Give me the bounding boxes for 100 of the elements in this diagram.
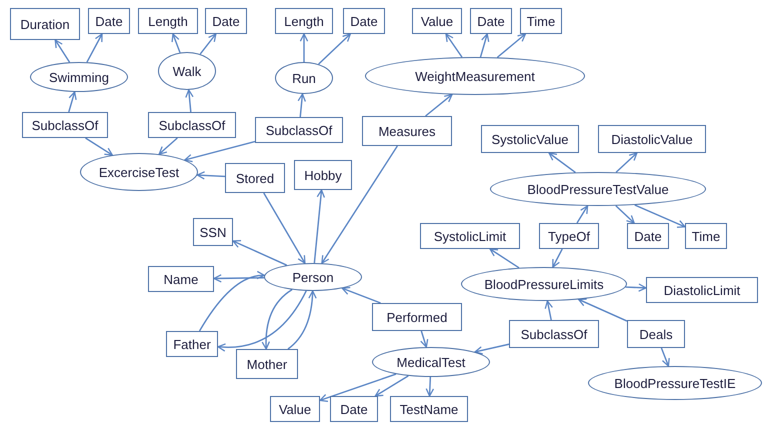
property-box: [520, 8, 562, 34]
node-label: Length: [148, 14, 188, 28]
arrow: [288, 290, 317, 350]
node-label: Length: [284, 14, 324, 28]
arrow: [426, 376, 434, 397]
class-ellipse: [275, 62, 333, 94]
arrow: [262, 289, 292, 350]
arrow: [445, 33, 463, 58]
property-box: [390, 396, 468, 422]
arrow: [54, 39, 70, 63]
property-box: [627, 223, 669, 249]
arrow: [158, 137, 178, 155]
arrow: [172, 33, 181, 53]
property-box: [685, 223, 727, 249]
arrow: [198, 271, 265, 332]
arrow: [548, 152, 576, 173]
node-label: SystolicLimit: [434, 228, 506, 244]
arrow: [298, 93, 306, 118]
node-label: BloodPressureLimits: [484, 276, 604, 292]
property-box: [481, 125, 579, 153]
node-label: SSN: [200, 224, 226, 240]
property-box: [420, 223, 520, 249]
property-box: [88, 8, 130, 34]
node-label: Person: [292, 270, 334, 284]
node-label: MedicalTest: [396, 354, 466, 370]
property-box: [148, 266, 214, 292]
arrow: [200, 33, 216, 55]
node-label: SubclassOf: [520, 326, 588, 342]
node-label: Hobby: [304, 168, 342, 182]
property-box: [10, 8, 80, 40]
arrow: [660, 348, 670, 367]
property-box: [225, 163, 285, 193]
property-box: [412, 8, 462, 34]
property-box: [148, 112, 236, 138]
arrow: [217, 290, 307, 352]
arrow: [576, 205, 588, 224]
node-label: SubclassOf: [266, 122, 332, 138]
arrow: [616, 152, 638, 173]
arrow: [552, 248, 563, 268]
node-label: Stored: [236, 170, 274, 186]
arrow: [489, 248, 520, 268]
arrow: [480, 33, 490, 58]
node-label: Measures: [378, 124, 436, 138]
arrow: [213, 274, 264, 283]
arrow: [68, 91, 77, 112]
node-label: SubclassOf: [158, 118, 226, 132]
node-label: BloodPressureTestIE: [614, 376, 736, 390]
property-box: [255, 117, 343, 143]
property-box: [193, 218, 233, 246]
property-box: [509, 320, 599, 348]
node-label: Date: [340, 402, 368, 416]
node-label: Time: [526, 14, 556, 28]
arrow: [626, 283, 647, 292]
property-box: [166, 331, 218, 357]
node-label: Father: [173, 336, 211, 352]
node-label: Duration: [20, 16, 70, 32]
arrow: [634, 204, 686, 228]
property-box: [205, 8, 247, 34]
node-label: DiastolicLimit: [664, 282, 740, 298]
node-label: Value: [420, 14, 454, 28]
node-label: Deals: [639, 326, 673, 342]
node-label: Value: [278, 402, 312, 416]
node-label: TypeOf: [548, 228, 590, 244]
arrow: [263, 192, 306, 264]
arrow: [319, 373, 396, 402]
arrow: [321, 146, 398, 264]
property-box: [236, 349, 298, 379]
node-label: DiastolicValue: [611, 132, 693, 146]
arrow: [85, 137, 113, 156]
arrow: [185, 89, 194, 112]
arrow: [578, 298, 628, 322]
property-box: [275, 8, 333, 34]
node-label: Date: [95, 14, 123, 28]
arrow: [184, 140, 256, 162]
property-box: [343, 8, 385, 34]
property-box: [470, 8, 512, 34]
arrow: [474, 344, 510, 355]
arrow: [342, 286, 381, 304]
property-box: [22, 112, 108, 138]
node-label: WeightMeasurement: [415, 68, 535, 84]
arrow: [314, 189, 326, 264]
node-label: ExcerciseTest: [98, 164, 180, 180]
arrow: [232, 240, 288, 266]
node-label: Time: [692, 228, 720, 244]
arrow: [374, 375, 409, 397]
property-box: [138, 8, 198, 34]
property-box: [598, 125, 706, 153]
node-label: Date: [350, 14, 378, 28]
node-label: BloodPressureTestValue: [527, 182, 669, 196]
arrow: [86, 33, 103, 63]
node-label: Date: [634, 228, 662, 244]
property-box: [372, 303, 462, 331]
arrow: [425, 94, 453, 117]
property-box: [646, 277, 758, 303]
node-label: SystolicValue: [491, 132, 569, 146]
arrow: [300, 33, 308, 62]
arrow: [196, 171, 226, 180]
property-box: [627, 320, 685, 348]
property-box: [294, 160, 352, 190]
arrow: [544, 300, 553, 320]
